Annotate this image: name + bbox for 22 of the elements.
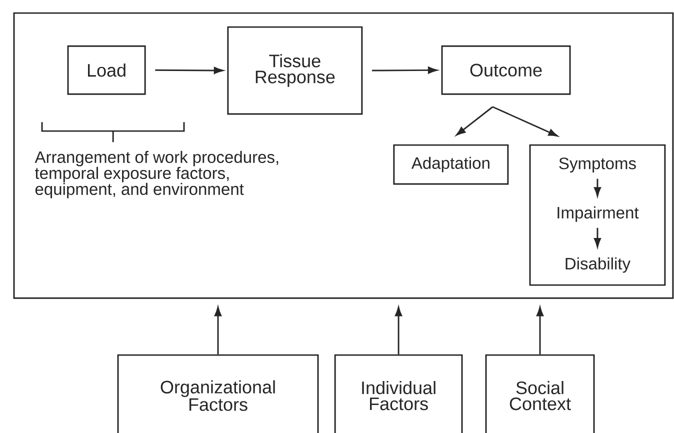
process-box: Load (67, 45, 146, 95)
arrow (395, 306, 402, 354)
arrow (594, 178, 601, 196)
stage-text: Symptoms (559, 158, 636, 173)
process-box: Outcome (441, 45, 571, 95)
diagram-frame (13, 12, 674, 299)
arrow (536, 306, 544, 354)
factor-box: Organizational Factors (117, 354, 319, 433)
outcome-group-box (529, 144, 666, 286)
arrow (456, 106, 494, 136)
arrow (372, 66, 438, 74)
factor-box: Social Context (485, 354, 595, 433)
arrow (214, 306, 222, 354)
note-text: Arrangement of work procedures, temporal exposure factors, equipment, and environment (34, 150, 278, 198)
arrow (594, 228, 601, 248)
process-box: Adaptation (393, 144, 509, 185)
factor-box: Individual Factors (334, 354, 463, 433)
stage-text: Impairment (558, 206, 639, 222)
stage-text: Disability (566, 257, 630, 273)
arrow (492, 106, 558, 136)
process-box: Tissue Response (227, 26, 363, 115)
arrow (155, 66, 224, 74)
